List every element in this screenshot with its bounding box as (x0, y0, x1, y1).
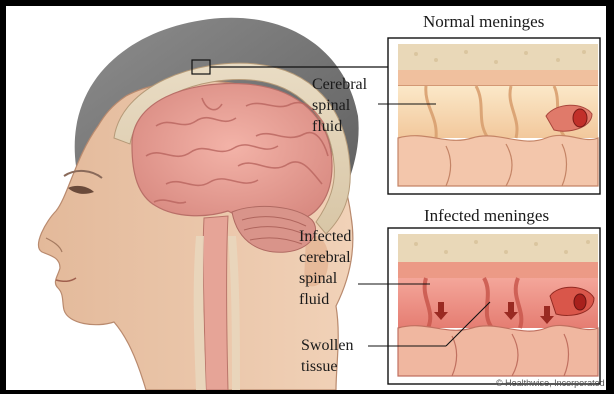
normal-meninges-title: Normal meninges (423, 11, 544, 32)
csf-label-line: spinal (312, 95, 367, 116)
copyright-credit: © Healthwise, Incorporated (496, 378, 605, 388)
csf-label-line: Cerebral (312, 74, 367, 95)
swollen-tissue-label: Swollen tissue (301, 335, 353, 377)
csf-label: Cerebral spinal fluid (312, 74, 367, 137)
csf-label-line: fluid (312, 116, 367, 137)
infected-csf-label-line: cerebral (299, 247, 351, 268)
spinal-cord (203, 216, 228, 390)
infected-csf-label-line: spinal (299, 268, 351, 289)
infected-meninges-title: Infected meninges (424, 205, 549, 226)
infected-csf-label-line: fluid (299, 289, 351, 310)
swollen-tissue-label-line: tissue (301, 356, 353, 377)
infected-csf-label-line: Infected (299, 226, 351, 247)
figure-canvas: Normal meninges Infected meninges Cerebr… (6, 6, 606, 390)
normal-meninges-panel (388, 38, 600, 194)
infected-csf-label: Infected cerebral spinal fluid (299, 226, 351, 310)
swollen-tissue-label-line: Swollen (301, 335, 353, 356)
infected-meninges-panel (388, 228, 600, 384)
meninges-illustration (6, 6, 606, 390)
